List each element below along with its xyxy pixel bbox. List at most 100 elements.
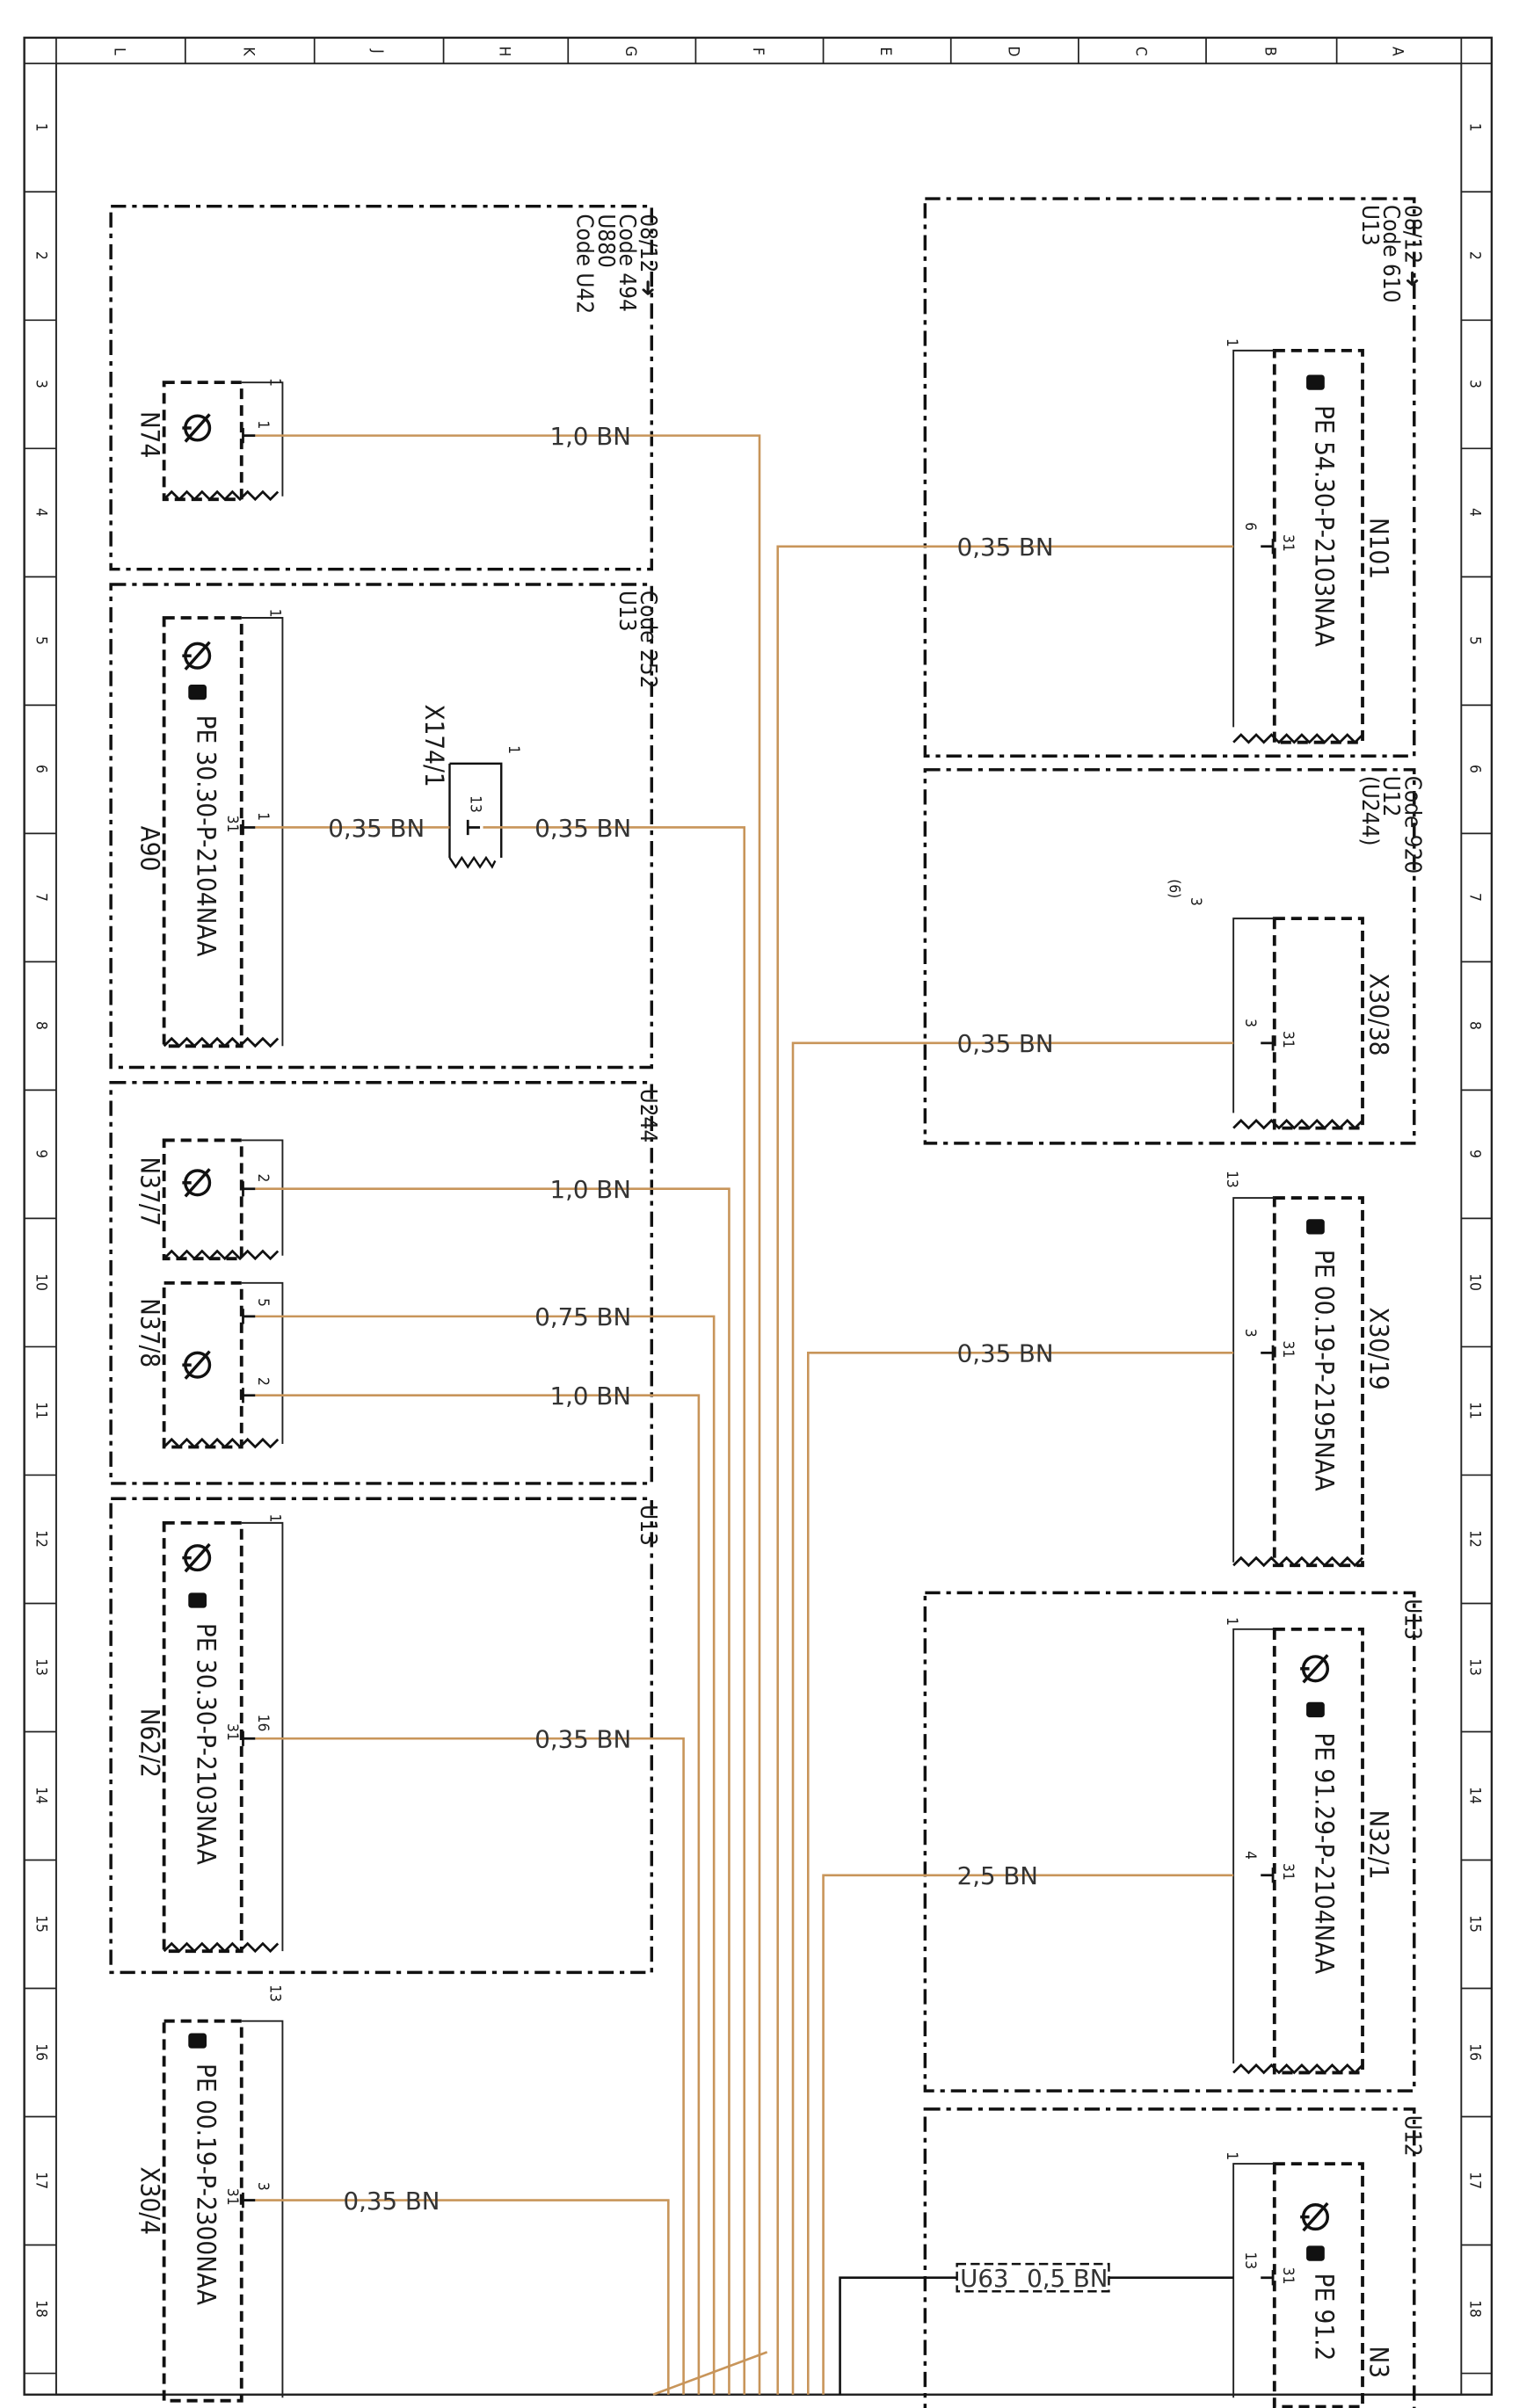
box-header-line: U12 [1377,776,1404,817]
x304-reference: PE 00.19-P-2300NAA [192,2063,222,2305]
column-label: E [876,47,894,56]
row-label-right: 8 [1466,1021,1484,1030]
box-n62 [109,1497,654,1975]
column-label: C [1132,47,1150,56]
row-label-left: 7 [32,893,49,902]
u63-wire-box [956,2262,1110,2293]
x3038-body [1272,917,1364,1130]
pin-number: 5 [254,1298,272,1307]
box-header-line: U244 [635,1089,661,1143]
column-label: H [496,47,513,57]
wire-label: 0,35 BN [328,814,425,843]
ground-pin: 31 [223,816,241,833]
x304-body [162,2019,243,2403]
n321-body [1272,1627,1364,2075]
ground-pin: 31 [1279,1031,1297,1048]
row-label-right: 5 [1466,636,1484,645]
row-label-right: 18 [1466,2300,1484,2317]
ground-pin: 31 [1279,1341,1297,1359]
pin-count: 1 [1223,338,1240,347]
n101-name: N101 [1364,518,1394,579]
pin-count: 3 [1187,897,1204,906]
row-label-right: 13 [1466,1658,1484,1676]
x3038-name: X30/38 [1364,973,1394,1055]
column-label: B [1261,47,1278,56]
box-u244 [109,1081,654,1485]
x304-name: X30/4 [135,2167,165,2235]
pointing-hand-icon [188,2033,207,2049]
n101-reference: PE 54.30-P-2103NAA [1309,405,1339,647]
wire-label: 0,5 BN [1027,2264,1108,2293]
x3019-reference: PE 00.19-P-2195NAA [1309,1250,1339,1491]
wire-label: 0,75 BN [534,1302,631,1331]
box-header-line: U13 [1399,1599,1425,1640]
row-label-right: 12 [1466,1530,1484,1548]
ground-pin: 31 [1279,534,1297,552]
box-header-line: U13 [635,1505,661,1546]
box-header-line: Code 920 [1399,776,1425,874]
row-label-right: 4 [1466,508,1484,517]
box-header-line: Code 610 [1377,205,1404,303]
n378-body [162,1280,243,1449]
box-header-line: U880 [592,214,619,268]
box-n74 [109,204,654,571]
box-n3x [923,2107,1416,2408]
pin-count: 1 [1223,1617,1240,1626]
column-label: F [749,47,767,55]
row-label-left: 9 [32,1150,49,1158]
row-label-right: 16 [1466,2043,1484,2061]
wire-label: 0,35 BN [534,1725,631,1754]
n101-body [1272,348,1364,744]
row-label-left: 17 [32,2172,49,2189]
n377-name: N37/7 [135,1157,165,1226]
row-label-left: 12 [32,1530,49,1548]
wire-label: 0,35 BN [957,1339,1054,1368]
row-label-right: 1 [1466,123,1484,132]
row-label-right: 10 [1466,1273,1484,1291]
pin-count: 1 [505,745,522,754]
wire-label: 1,0 BN [550,1175,631,1204]
n3x-name: N3 [1364,2346,1394,2378]
row-label-right: 9 [1466,1150,1484,1158]
wire-label: 0,35 BN [534,814,631,843]
x1741-name: X174/1 [419,704,449,787]
row-label-left: 3 [32,380,49,388]
box-header-line: (U244) [1356,776,1383,846]
wire-label: 2,5 BN [957,1861,1038,1890]
x3019-name: X30/19 [1364,1308,1394,1390]
pin-count: 1 [266,378,284,387]
n622-reference: PE 30.30-P-2103NAA [192,1623,222,1865]
a90-name: A90 [135,826,165,872]
pin-count: 13 [266,1984,284,2002]
pin-count: 1 [266,609,284,618]
pin-number: 13 [467,795,484,813]
n321-reference: PE 91.29-P-2104NAA [1309,1732,1339,1974]
wire-label: 1,0 BN [550,422,631,451]
pin-number: 2 [254,1377,272,1386]
n74-name: N74 [135,411,165,458]
row-label-left: 14 [32,1787,49,1804]
box-header-line: 08/12 ➜ [635,214,661,296]
pin-count-alt: (6) [1166,879,1183,898]
n377-body [162,1138,243,1261]
box-n101 [923,197,1416,758]
box-a90 [109,583,654,1070]
pin-count: 13 [1223,1171,1240,1188]
row-label-left: 15 [32,1915,49,1933]
row-label-left: 13 [32,1658,49,1676]
pointing-hand-icon [1306,2245,1325,2261]
column-label: L [110,47,127,55]
ground-pin: 31 [223,2188,241,2206]
row-label-left: 8 [32,1021,49,1030]
wire-label: U63 [960,2264,1008,2293]
row-label-left: 6 [32,765,49,773]
box-header-line: Code U42 [571,214,598,314]
row-label-left: 16 [32,2043,49,2061]
row-label-right: 7 [1466,893,1484,902]
box-n321 [923,1591,1416,2092]
a90-body [162,616,243,1048]
n378-name: N37/8 [135,1298,165,1367]
pointing-hand-icon [1306,1219,1325,1235]
wire-label: 0,35 BN [957,533,1054,562]
